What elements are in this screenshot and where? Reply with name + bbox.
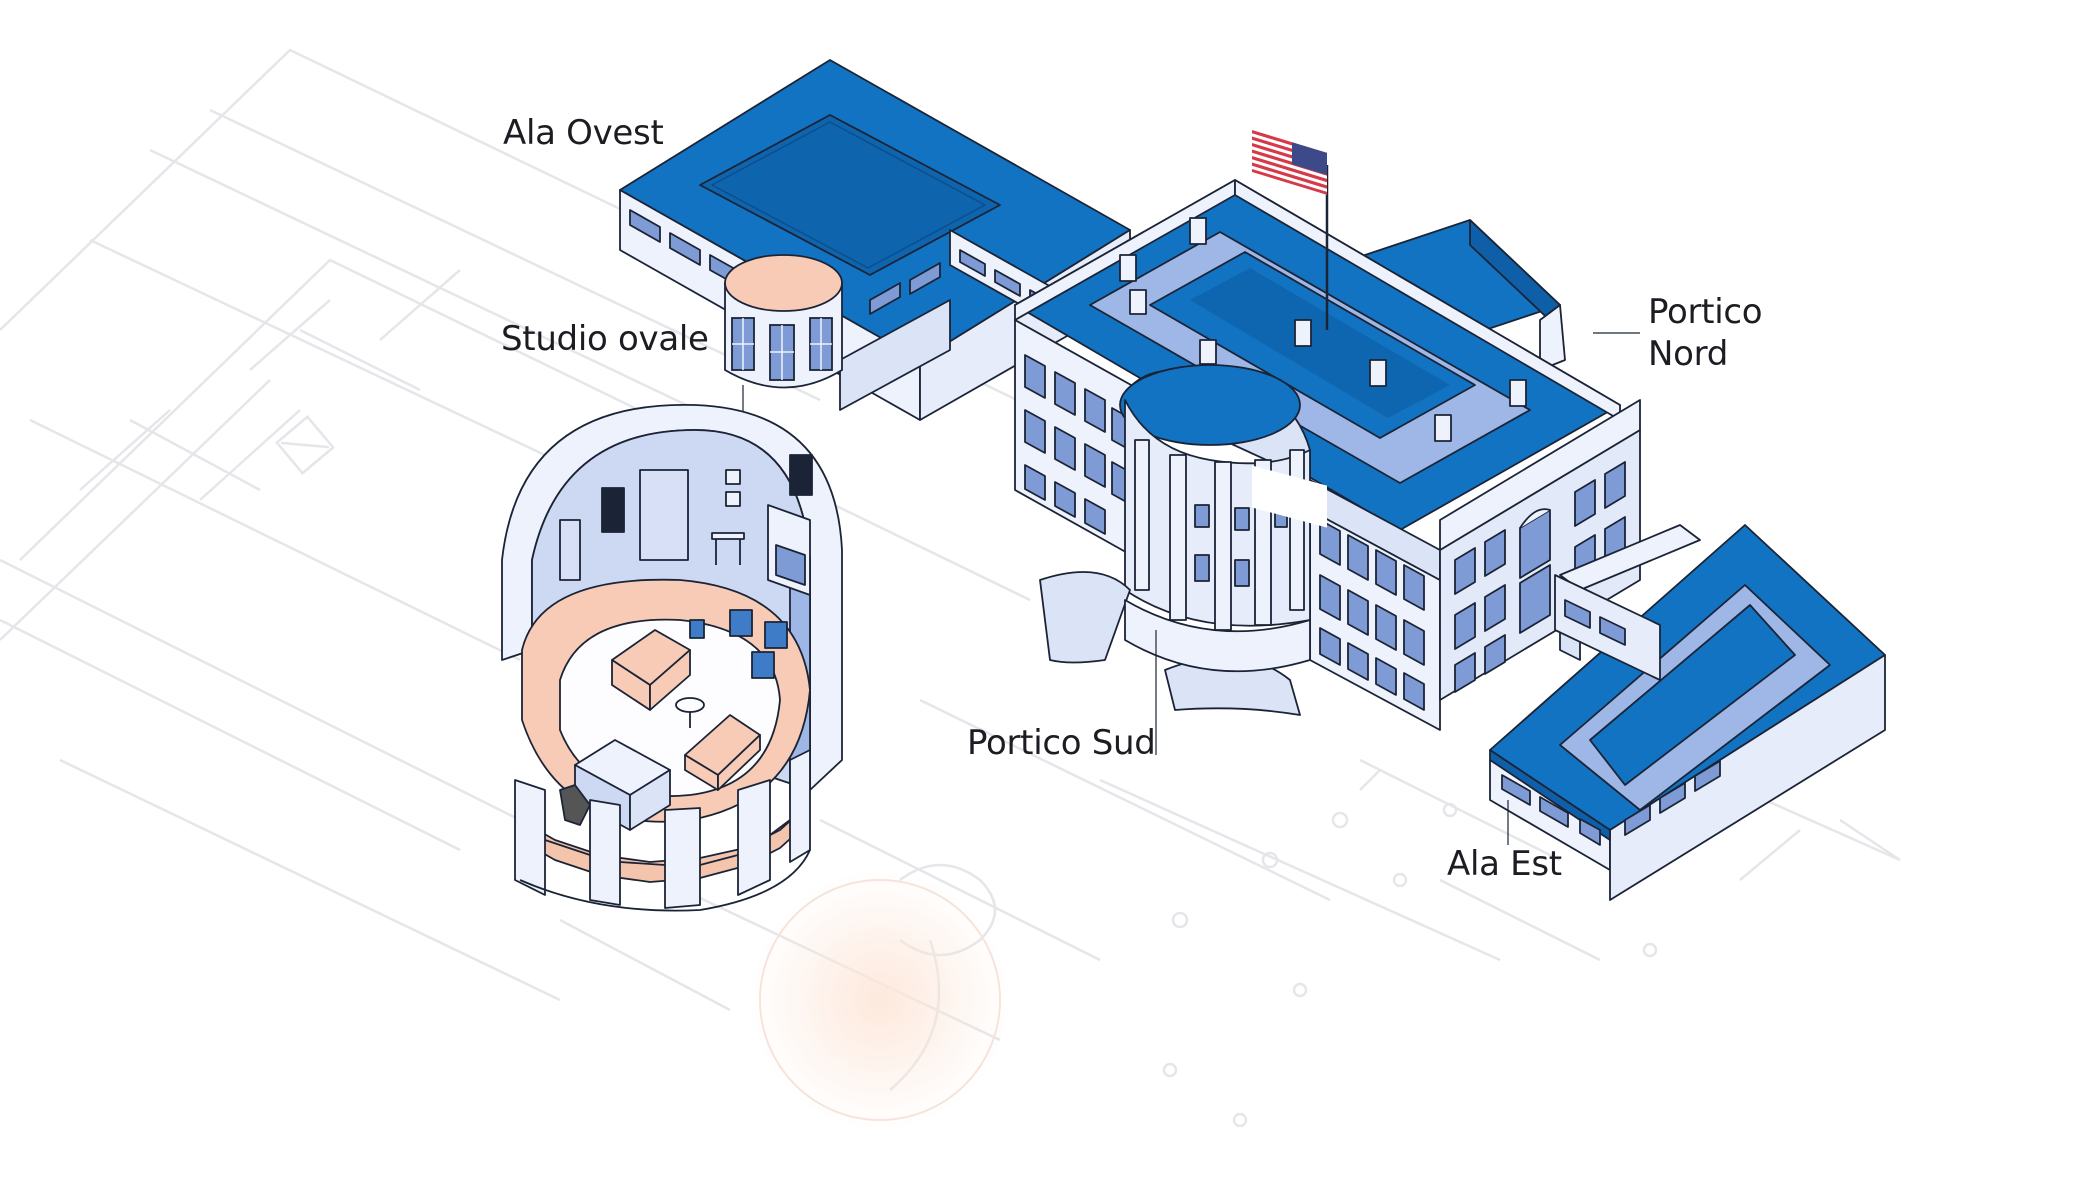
leader-lines: [1155, 332, 1640, 845]
label-north-portico-line2: Nord: [1648, 334, 1728, 374]
label-east-wing: Ala Est: [1447, 844, 1562, 884]
label-west-wing: Ala Ovest: [503, 113, 664, 153]
chimney-icon: [1119, 217, 1527, 442]
background-glow: [750, 870, 1010, 1130]
east-wing: [1489, 524, 1886, 901]
label-south-portico: Portico Sud: [967, 723, 1156, 763]
us-flag-icon: [1252, 130, 1329, 528]
label-oval-office: Studio ovale: [501, 319, 709, 359]
main-residence: [1014, 179, 1641, 731]
background-circle: [759, 879, 1001, 1121]
oval-office-cutaway: [501, 404, 843, 912]
oval-office-exterior: [724, 254, 843, 389]
label-north-portico-line1: Portico: [1648, 292, 1763, 332]
